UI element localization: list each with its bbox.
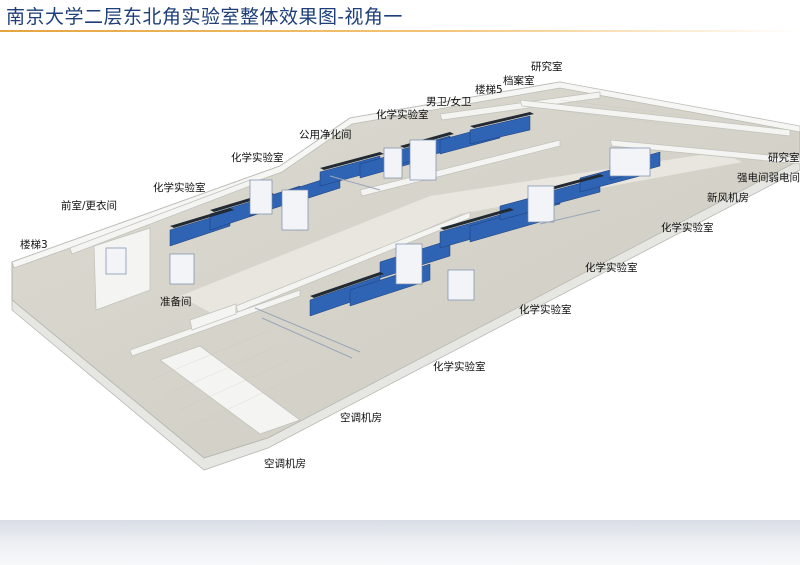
page-title: 南京大学二层东北角实验室整体效果图-视角一 bbox=[6, 6, 403, 28]
label-anteroom: 前室/更衣间 bbox=[61, 200, 118, 212]
label-restrooms: 男卫/女卫 bbox=[426, 96, 472, 108]
footer-band bbox=[0, 520, 800, 565]
label-stairs-3: 楼梯3 bbox=[20, 239, 48, 251]
label-chem-lab-7: 化学实验室 bbox=[433, 361, 486, 373]
outer-wall-south bbox=[11, 159, 800, 471]
label-fresh-air-room: 新风机房 bbox=[707, 192, 749, 204]
label-chem-lab-3: 化学实验室 bbox=[153, 182, 206, 194]
label-chem-lab-1: 化学实验室 bbox=[376, 109, 429, 121]
label-ac-room-2: 空调机房 bbox=[264, 458, 306, 470]
title-underline bbox=[0, 30, 800, 32]
label-archive-room: 档案室 bbox=[503, 75, 535, 87]
floor-tiles bbox=[149, 99, 691, 426]
label-chem-lab-6: 化学实验室 bbox=[519, 304, 572, 316]
label-chem-lab-5: 化学实验室 bbox=[585, 262, 638, 274]
label-research-room-2: 研究室 bbox=[768, 152, 800, 164]
label-ac-room-1: 空调机房 bbox=[340, 412, 382, 424]
label-prep-room: 准备间 bbox=[160, 296, 192, 308]
label-chem-lab-2: 化学实验室 bbox=[231, 152, 284, 164]
fume-hoods bbox=[105, 139, 651, 301]
label-chem-lab-4: 化学实验室 bbox=[661, 222, 714, 234]
label-stairs-5: 楼梯5 bbox=[475, 84, 503, 96]
lab-benches bbox=[105, 112, 661, 359]
label-research-room-1: 研究室 bbox=[531, 61, 563, 73]
label-electrical-room: 强电间弱电间 bbox=[737, 172, 800, 184]
corridor bbox=[180, 152, 742, 318]
label-clean-room: 公用净化间 bbox=[299, 129, 352, 141]
floor-plan-rendering bbox=[11, 81, 800, 471]
reagent-shelves bbox=[254, 175, 601, 359]
